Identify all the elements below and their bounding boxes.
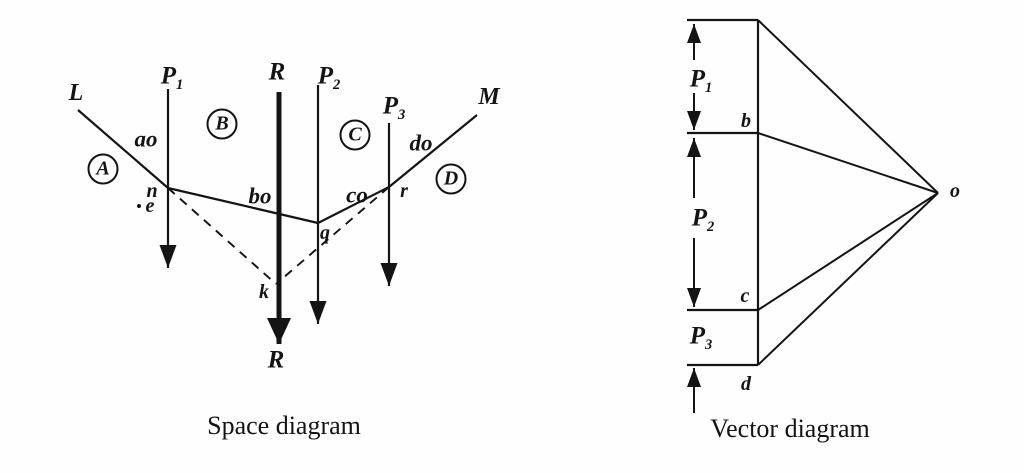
- resultant-label-bottom: R: [267, 346, 285, 374]
- force-label-p3-base: P: [382, 92, 399, 120]
- vector-force-label-p2-sub: 2: [707, 219, 715, 235]
- vector-force-label-p3-sub: 3: [705, 337, 713, 353]
- region-badge-A: A: [87, 153, 119, 185]
- region-label-D: D: [443, 167, 459, 190]
- dashed-r-to-k-line: [275, 186, 390, 285]
- ray-b-to-o-line: [757, 132, 939, 194]
- region-label-A: A: [96, 157, 110, 180]
- member-label-ao: ao: [134, 126, 158, 152]
- force-label-p3: P3: [383, 94, 406, 123]
- support-label-L: L: [68, 80, 84, 106]
- vector-force-label-p1-sub: 1: [705, 80, 713, 96]
- vector-force-label-p2: P2: [692, 206, 715, 235]
- vector-point-label-b: b: [741, 110, 751, 132]
- member-label-co: co: [346, 182, 368, 208]
- space-diagram-lines: [77, 85, 478, 344]
- point-label-q: q: [320, 222, 330, 244]
- region-badge-B: B: [206, 108, 238, 140]
- force-label-p2: P2: [318, 64, 341, 93]
- vector-point-label-c: c: [740, 285, 750, 307]
- vector-force-label-p3-base: P: [689, 322, 706, 350]
- force-label-p1-base: P: [160, 62, 177, 90]
- vector-force-label-p3: P3: [690, 324, 713, 353]
- point-label-r: r: [400, 180, 408, 202]
- vector-force-label-p1-base: P: [689, 65, 706, 93]
- beam-segment-M-line: [388, 114, 478, 188]
- member-label-do: do: [409, 130, 433, 156]
- vector-point-label-d: d: [741, 373, 751, 395]
- point-label-n: n: [146, 180, 158, 202]
- region-label-B: B: [215, 112, 229, 135]
- point-e-dot: [137, 204, 141, 208]
- ray-d-to-o-line: [757, 192, 939, 366]
- beam-segment-L-line: [77, 109, 169, 189]
- support-label-M: M: [478, 84, 500, 110]
- vector-force-label-p2-base: P: [691, 204, 708, 232]
- vector-diagram-lines: [687, 18, 939, 413]
- region-badge-D: D: [435, 163, 467, 195]
- member-label-bo: bo: [248, 183, 272, 209]
- ray-a-to-o-line: [757, 19, 939, 194]
- vector-point-label-o: o: [950, 180, 960, 202]
- space-diagram-caption: Space diagram: [207, 411, 361, 440]
- ray-c-to-o-line: [757, 192, 939, 311]
- point-label-e: e: [145, 195, 155, 217]
- force-label-p1: P1: [161, 64, 184, 93]
- dashed-n-to-k-line: [167, 187, 277, 285]
- member-bo-line: [167, 186, 319, 225]
- force-label-p2-base: P: [317, 62, 334, 90]
- force-label-p3-sub: 3: [398, 107, 406, 123]
- force-label-p2-sub: 2: [333, 77, 341, 93]
- force-label-p1-sub: 1: [176, 77, 184, 93]
- resultant-label-top: R: [268, 58, 286, 86]
- vector-diagram-caption: Vector diagram: [710, 414, 870, 443]
- region-label-C: C: [348, 123, 362, 146]
- region-badge-C: C: [339, 119, 371, 151]
- vector-force-label-p1: P1: [690, 67, 713, 96]
- point-label-k: k: [259, 281, 269, 303]
- member-co-line: [317, 186, 390, 224]
